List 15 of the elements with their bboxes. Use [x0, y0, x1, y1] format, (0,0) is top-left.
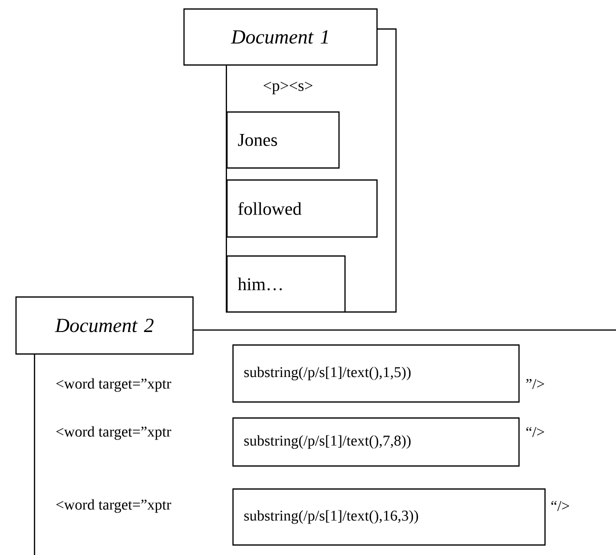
word-box: him… [226, 255, 346, 313]
xpointer-box: substring(/p/s[1]/text(),1,5)) [232, 344, 520, 403]
xpointer-box: substring(/p/s[1]/text(),16,3)) [232, 488, 546, 546]
markup-text: ”/> [526, 378, 544, 390]
markup-text: <p><s> [264, 82, 312, 94]
document-box: Document 2 [15, 296, 194, 355]
markup-text: <word target=”xptr [56, 499, 172, 513]
word-box: Jones [226, 111, 340, 169]
markup-text: <word target=”xptr [56, 426, 172, 440]
xpointer-box: substring(/p/s[1]/text(),7,8)) [232, 417, 520, 467]
document-box: Document 1 [183, 8, 378, 66]
tree-line [226, 66, 227, 313]
markup-text: “/> [526, 426, 544, 438]
markup-text: <word target=”xptr [56, 378, 172, 392]
word-box: followed [226, 179, 378, 238]
